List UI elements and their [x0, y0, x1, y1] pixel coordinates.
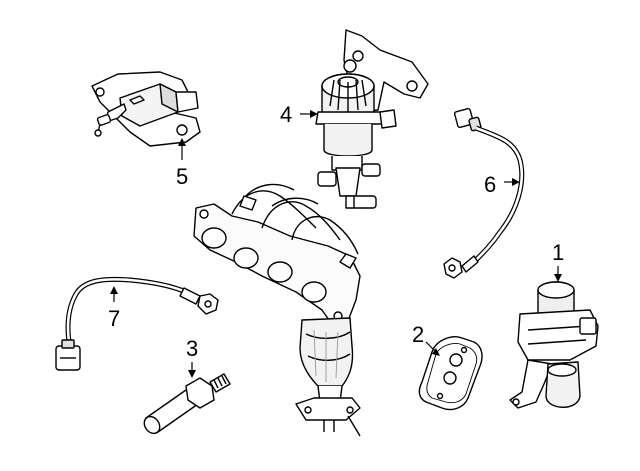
- callout-4: 4: [280, 102, 318, 127]
- part-1-egr-valve-body: [510, 282, 598, 408]
- callout-2-arrowhead: [432, 348, 440, 356]
- callout-6: 6: [484, 172, 520, 197]
- callout-label-7: 7: [108, 306, 120, 331]
- callout-label-1: 1: [552, 240, 564, 265]
- part-2-egr-gasket: [419, 337, 482, 410]
- callout-7-arrowhead: [110, 286, 118, 294]
- callout-5-arrowhead: [178, 138, 186, 146]
- callout-6-arrowhead: [512, 178, 520, 186]
- callout-1-arrowhead: [554, 274, 562, 282]
- callout-5: 5: [176, 138, 188, 189]
- part-3-sensor-fitting: [141, 374, 230, 436]
- callout-1: 1: [552, 240, 564, 282]
- part-4-egr-valve: [316, 30, 428, 208]
- part-5-vacuum-solenoid: [92, 72, 200, 146]
- callout-3-arrowhead: [188, 370, 196, 378]
- callout-label-4: 4: [280, 102, 292, 127]
- callout-label-3: 3: [186, 336, 198, 361]
- callout-2-leader: [425, 341, 437, 353]
- part-7-oxygen-sensor-downstream: [56, 279, 218, 370]
- callout-label-5: 5: [176, 164, 188, 189]
- callout-2: 2: [412, 322, 440, 356]
- callout-4-arrowhead: [310, 110, 318, 118]
- exhaust-manifold-catalytic-converter: [194, 184, 360, 436]
- callout-label-6: 6: [484, 172, 496, 197]
- part-6-oxygen-sensor-upstream: [444, 108, 522, 278]
- callout-3: 3: [186, 336, 198, 378]
- callout-label-2: 2: [412, 322, 424, 347]
- callout-7: 7: [108, 286, 120, 331]
